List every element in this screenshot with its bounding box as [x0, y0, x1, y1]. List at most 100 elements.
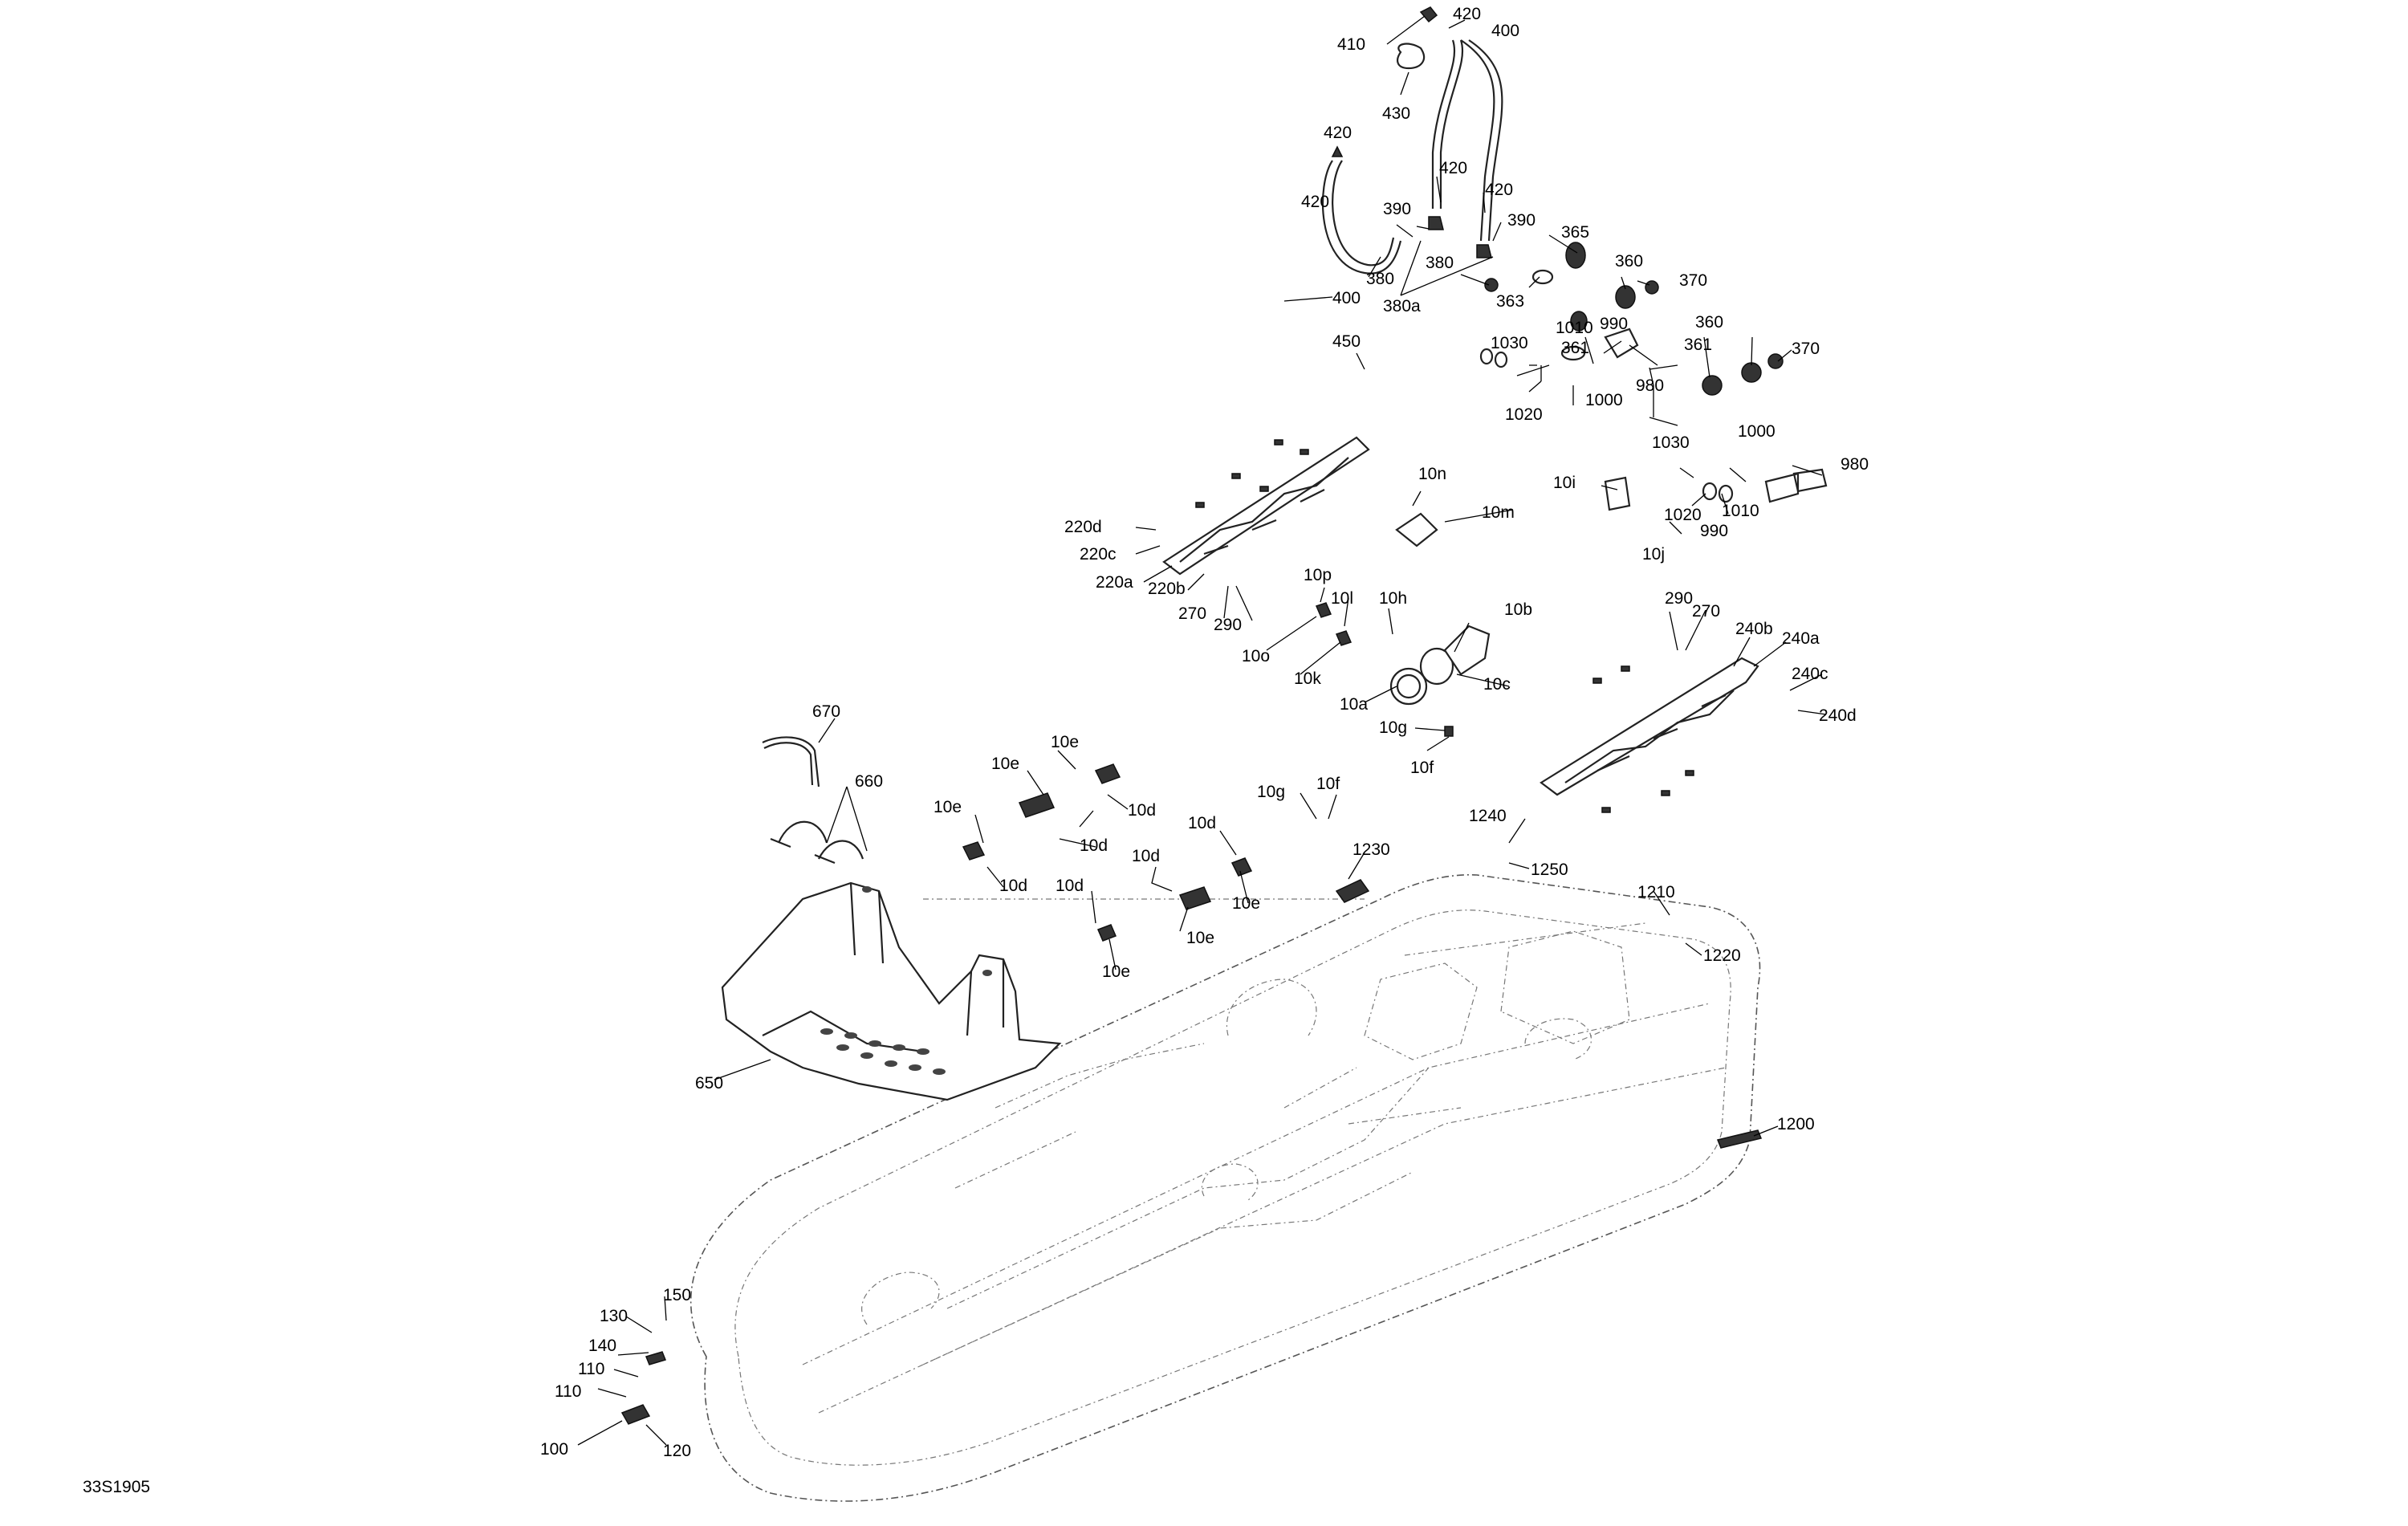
callout-380: 380 — [1366, 270, 1394, 288]
callout-10g: 10g — [1257, 783, 1285, 801]
callout-10e: 10e — [1186, 929, 1214, 947]
callout-10d: 10d — [1188, 814, 1216, 832]
callout-110: 110 — [578, 1360, 604, 1378]
callout-10e: 10e — [1232, 894, 1260, 913]
callout-365: 365 — [1561, 223, 1589, 242]
callout-1020: 1020 — [1664, 506, 1702, 524]
callout-290: 290 — [1665, 589, 1693, 608]
callout-10e: 10e — [1102, 962, 1130, 981]
skid-plate — [721, 881, 1062, 1101]
callout-10f: 10f — [1316, 775, 1340, 793]
callout-10o: 10o — [1242, 647, 1270, 665]
hatch-parts — [1315, 602, 1491, 737]
callout-990: 990 — [1600, 315, 1628, 333]
callout-100: 100 — [540, 1440, 568, 1459]
callout-990: 990 — [1700, 522, 1728, 540]
callout-10e: 10e — [991, 755, 1019, 773]
callout-420: 420 — [1485, 181, 1513, 199]
callout-1000: 1000 — [1738, 422, 1775, 441]
clips — [620, 763, 1763, 1425]
callout-10a: 10a — [1340, 695, 1368, 714]
hoses — [1322, 39, 1503, 275]
callout-1010: 1010 — [1556, 319, 1593, 337]
callout-370: 370 — [1679, 271, 1707, 290]
callout-220d: 220d — [1064, 518, 1102, 536]
callout-370: 370 — [1792, 340, 1820, 358]
callout-10m: 10m — [1482, 503, 1515, 522]
callout-363: 363 — [1496, 292, 1524, 311]
callout-400: 400 — [1491, 22, 1519, 40]
callout-10i: 10i — [1553, 474, 1576, 492]
callout-450: 450 — [1332, 332, 1361, 351]
vent-caps — [1531, 242, 1784, 396]
callout-130: 130 — [600, 1307, 628, 1325]
callout-220a: 220a — [1096, 573, 1133, 592]
callout-361: 361 — [1684, 336, 1712, 354]
callout-361: 361 — [1561, 339, 1589, 357]
callout-10e: 10e — [1051, 733, 1079, 751]
callout-labels: 410 420 400 430 420 420 420 390 420 390 … — [540, 5, 1869, 1460]
callout-400: 400 — [1332, 289, 1361, 307]
callout-10g: 10g — [1379, 718, 1407, 737]
callout-10p: 10p — [1304, 566, 1332, 584]
callout-10e: 10e — [934, 798, 962, 816]
callout-390: 390 — [1507, 211, 1536, 230]
callout-1210: 1210 — [1637, 883, 1675, 901]
callout-650: 650 — [695, 1074, 723, 1093]
callout-360: 360 — [1615, 252, 1643, 271]
callout-670: 670 — [812, 702, 840, 721]
callout-1030: 1030 — [1491, 334, 1528, 352]
callout-10d: 10d — [1056, 877, 1084, 895]
callout-410: 410 — [1337, 35, 1365, 54]
callout-10h: 10h — [1379, 589, 1407, 608]
callout-1200: 1200 — [1777, 1115, 1815, 1133]
callout-110: 110 — [555, 1382, 581, 1401]
callout-10f: 10f — [1410, 759, 1434, 777]
reference-code: 33S1905 — [83, 1478, 150, 1496]
callout-290: 290 — [1214, 616, 1242, 634]
callout-220c: 220c — [1080, 545, 1117, 564]
brackets — [1395, 348, 1828, 547]
callout-980: 980 — [1841, 455, 1869, 474]
hull-outline — [689, 873, 1761, 1502]
callout-360: 360 — [1695, 313, 1723, 332]
callout-120: 120 — [663, 1442, 691, 1460]
callout-420: 420 — [1439, 159, 1467, 177]
callout-10d: 10d — [1080, 836, 1108, 855]
callout-10d: 10d — [999, 877, 1027, 895]
callout-380: 380 — [1426, 254, 1454, 272]
callout-10d: 10d — [1128, 801, 1156, 820]
callout-10b: 10b — [1504, 600, 1532, 619]
callout-240d: 240d — [1819, 706, 1857, 725]
callout-10j: 10j — [1642, 545, 1665, 564]
callout-1010: 1010 — [1722, 502, 1759, 520]
callout-10l: 10l — [1331, 589, 1353, 608]
callout-270: 270 — [1692, 602, 1720, 621]
callout-430: 430 — [1382, 104, 1410, 123]
callout-10n: 10n — [1418, 465, 1446, 483]
callout-240c: 240c — [1792, 665, 1828, 683]
footrest-left — [1162, 436, 1370, 576]
callout-1220: 1220 — [1703, 946, 1741, 965]
callout-1250: 1250 — [1531, 861, 1568, 879]
callout-240b: 240b — [1735, 620, 1773, 638]
callout-420: 420 — [1301, 193, 1329, 211]
callout-1000: 1000 — [1585, 391, 1623, 409]
callout-1020: 1020 — [1505, 405, 1543, 424]
callout-980: 980 — [1636, 376, 1664, 395]
leader-lines — [577, 15, 1827, 1446]
callout-1240: 1240 — [1469, 807, 1507, 825]
straps — [762, 736, 864, 865]
callout-1230: 1230 — [1352, 840, 1390, 859]
callout-1030: 1030 — [1652, 433, 1690, 452]
footrest-right — [1540, 657, 1759, 813]
callout-10d: 10d — [1132, 847, 1160, 865]
callout-10c: 10c — [1483, 675, 1511, 694]
callout-140: 140 — [588, 1337, 616, 1355]
callout-240a: 240a — [1782, 629, 1820, 648]
callout-380a: 380a — [1383, 297, 1421, 315]
callout-10k: 10k — [1294, 669, 1321, 688]
callout-660: 660 — [855, 772, 883, 791]
callout-150: 150 — [663, 1286, 691, 1304]
